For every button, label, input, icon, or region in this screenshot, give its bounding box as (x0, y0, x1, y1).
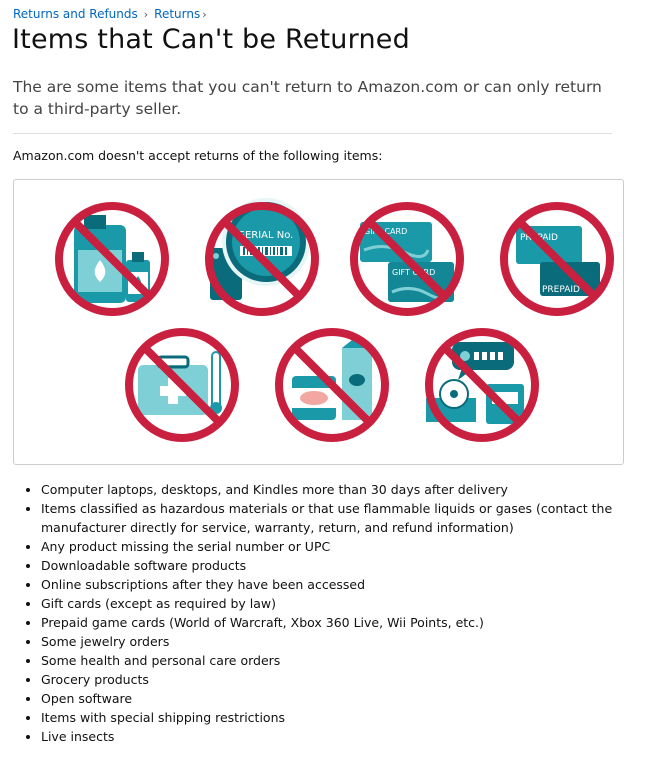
list-item: Items with special shipping restrictions (41, 708, 641, 727)
health-care-icon (125, 328, 239, 442)
list-item: Some jewelry orders (41, 632, 641, 651)
list-item: Grocery products (41, 670, 641, 689)
list-item: Any product missing the serial number or… (41, 537, 641, 556)
prepaid-card-icon: PREPAID PREPAID (500, 202, 614, 316)
list-item: Open software (41, 689, 641, 708)
serial-number-label: SERIAL No. (239, 230, 294, 241)
intro-text: The are some items that you can't return… (13, 78, 602, 118)
breadcrumb-separator: › (202, 8, 207, 21)
breadcrumb: Returns and Refunds›Returns› (13, 7, 207, 21)
list-item: Downloadable software products (41, 556, 641, 575)
gift-card-icon: GIFT CARD GIFT CARD (350, 202, 464, 316)
breadcrumb-link-returns[interactable]: Returns (154, 7, 201, 21)
grocery-icon (275, 328, 389, 442)
hazardous-materials-icon (55, 202, 169, 316)
breadcrumb-separator: › (143, 8, 149, 21)
list-item: Computer laptops, desktops, and Kindles … (41, 480, 641, 499)
prepaid-label: PREPAID (542, 285, 580, 295)
list-item: Items classified as hazardous materials … (41, 499, 641, 537)
software-icon (425, 328, 539, 442)
divider (13, 133, 612, 134)
breadcrumb-link-returns-and-refunds[interactable]: Returns and Refunds (13, 7, 138, 21)
list-item: Online subscriptions after they have bee… (41, 575, 641, 594)
gift-card-label: GIFT CARD (392, 268, 435, 277)
list-item: Prepaid game cards (World of Warcraft, X… (41, 613, 641, 632)
list-item: Live insects (41, 727, 641, 746)
non-returnable-illustration: SERIAL No. GIFT CARD GIFT CARD (13, 179, 624, 465)
list-item: Gift cards (except as required by law) (41, 594, 641, 613)
non-returnable-items-list: Computer laptops, desktops, and Kindles … (21, 480, 641, 746)
lead-text: Amazon.com doesn't accept returns of the… (13, 148, 383, 163)
serial-number-icon: SERIAL No. (205, 198, 319, 316)
list-item: Some health and personal care orders (41, 651, 641, 670)
page-title: Items that Can't be Returned (12, 24, 410, 55)
gift-card-label: GIFT CARD (364, 227, 407, 236)
